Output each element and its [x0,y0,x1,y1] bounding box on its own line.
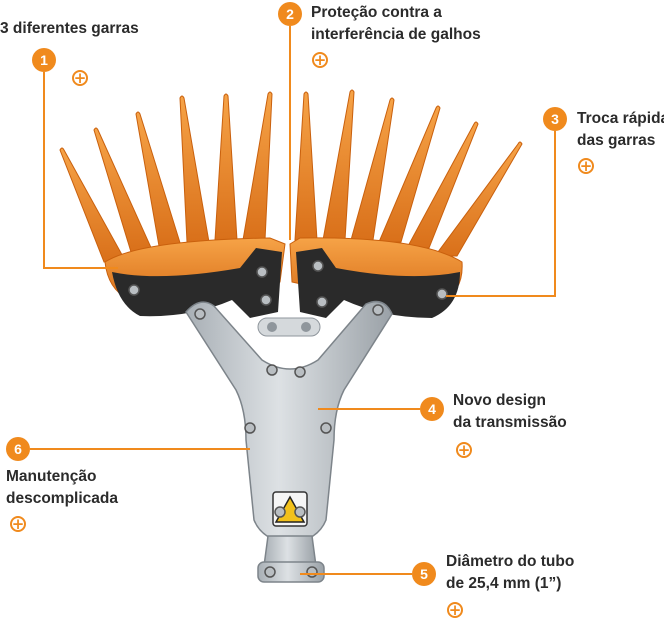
bolt [312,260,324,272]
callout-badge-4: 4 [420,397,444,421]
leader-line [446,131,556,297]
callout-badge-3: 3 [543,107,567,131]
plus-circle-icon[interactable]: + [312,50,328,69]
callout-label-line: descomplicada [6,490,118,507]
callout-quick-change: Troca rápida das garras [577,108,664,152]
comb-tine [406,121,479,249]
bolt [260,294,272,306]
bolt [194,308,206,320]
callout-label-line: Diâmetro do tubo [446,553,575,570]
comb-tine [322,89,355,241]
right-comb-tines [294,89,523,257]
callout-label-line: Troca rápida [577,110,664,127]
bolts [128,260,448,578]
comb-tine [59,147,127,263]
bolt [294,506,306,518]
comb-tine [378,105,441,243]
comb-tine [434,141,523,257]
callout-tube-diameter: Diâmetro do tubo de 25,4 mm (1”) [446,551,574,595]
transmission-housing [185,300,393,545]
bolt [320,422,332,434]
callout-claws: 3 diferentes garras [0,18,139,40]
callout-label-line: de 25,4 mm (1”) [446,575,562,592]
bolt [264,566,276,578]
callout-badge-1: 1 [32,48,56,72]
right-clamp-plate [296,248,460,318]
bolt [372,304,384,316]
callout-transmission: Novo design da transmissão [453,390,567,434]
callout-badge-2: 2 [278,2,302,26]
left-comb-tines [59,91,273,263]
callout-maintenance: Manutenção descomplicada [6,466,118,510]
plus-circle-icon[interactable]: + [578,156,594,175]
bolt [266,364,278,376]
callout-label-line: Proteção contra a [311,4,442,21]
callout-branch-protection: Proteção contra a interferência de galho… [311,2,481,46]
callout-label-line: Manutenção [6,468,97,485]
plus-circle-icon[interactable]: + [456,440,472,459]
callout-label-line: das garras [577,132,656,149]
plus-circle-icon[interactable]: + [447,600,463,619]
callout-label-line: da transmissão [453,414,567,431]
comb-tine [242,91,273,241]
bolt [256,266,268,278]
linkage-bolt [301,322,311,332]
callout-label-line: interferência de galhos [311,26,481,43]
comb-tine [214,93,238,241]
leader-line [43,72,118,269]
callout-label-line: Novo design [453,392,547,409]
bolt [294,366,306,378]
tube-clamp [257,561,325,583]
linkage-bolt [267,322,277,332]
bolt [436,288,448,300]
bolt [244,422,256,434]
comb-tine [135,111,182,247]
callout-badge-5: 5 [412,562,436,586]
plus-circle-icon[interactable]: + [10,514,26,533]
left-clamp-plate [112,248,282,318]
comb-tine [93,127,154,253]
comb-tine [294,91,318,241]
bolt [128,284,140,296]
callout-badge-6: 6 [6,437,30,461]
bolt [306,566,318,578]
comb-tine [179,95,210,243]
plus-circle-icon[interactable]: + [72,68,88,87]
comb-tine [350,97,395,241]
callout-label-line: 3 diferentes garras [0,20,139,37]
leader-lines [30,26,556,575]
bolt [274,506,286,518]
bolt [316,296,328,308]
